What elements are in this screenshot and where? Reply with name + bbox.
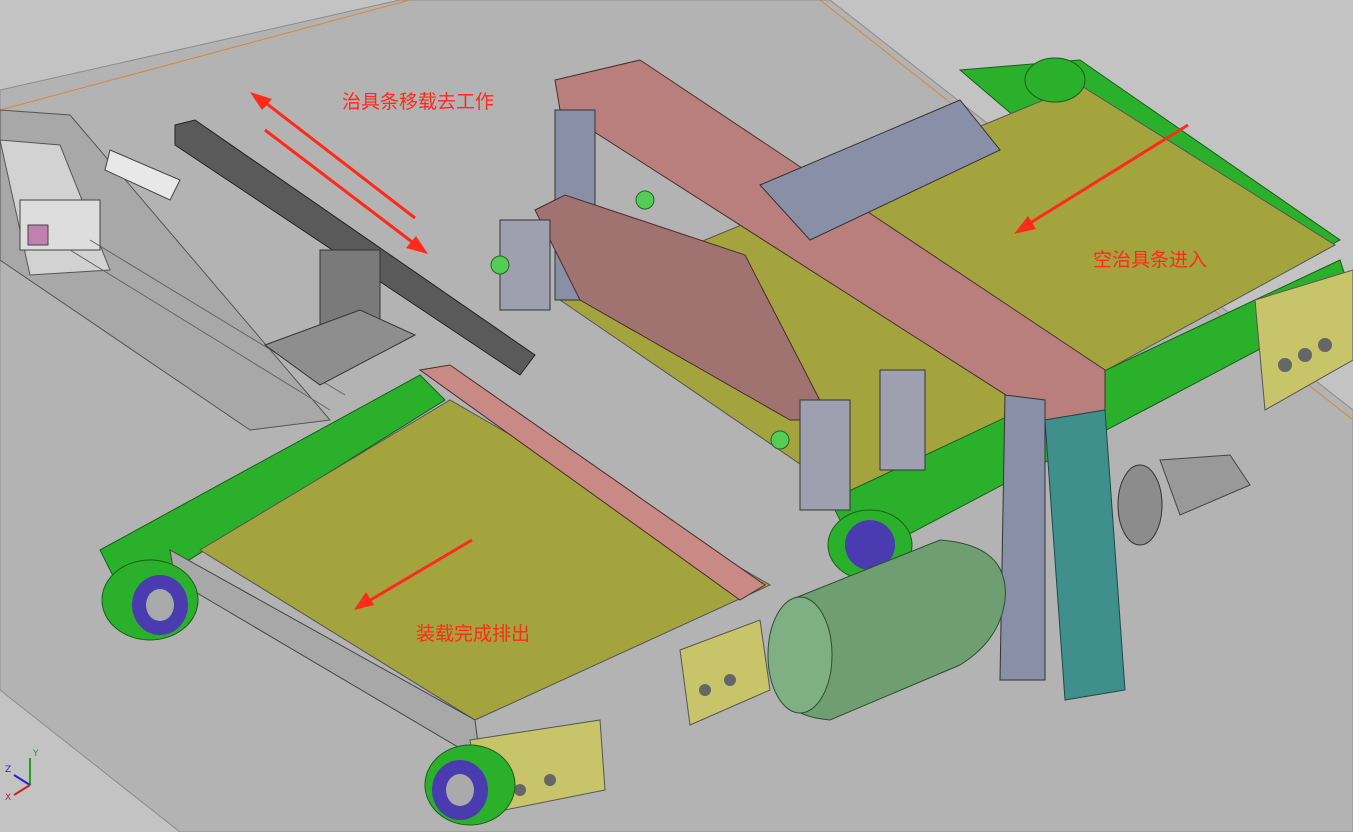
arrow-transfer-back	[264, 128, 421, 250]
arrow-loaded-out	[361, 538, 473, 607]
triad-z-label: Z	[5, 765, 11, 775]
arrow-empty-in	[1021, 123, 1189, 230]
gantry-frame	[554, 59, 1126, 701]
drive-motor	[767, 539, 1006, 721]
axis-triad: Z Y X	[5, 749, 39, 803]
annotation-jig-transfer: 治具条移载去工作	[342, 91, 495, 113]
arrow-transfer-out	[257, 95, 416, 220]
triad-y-label: Y	[32, 749, 39, 759]
pick-place-arm	[490, 99, 1001, 511]
annotation-empty-jig-in: 空治具条进入	[1093, 249, 1208, 271]
annotation-loaded-out: 装载完成排出	[416, 623, 531, 645]
jig-bar-transfer	[174, 119, 536, 386]
flow-arrows	[250, 92, 1189, 610]
left-conveyor	[99, 364, 772, 826]
table-edge-line-left	[0, 0, 411, 111]
triad-x-label: X	[5, 793, 11, 803]
left-linear-module	[0, 109, 346, 431]
